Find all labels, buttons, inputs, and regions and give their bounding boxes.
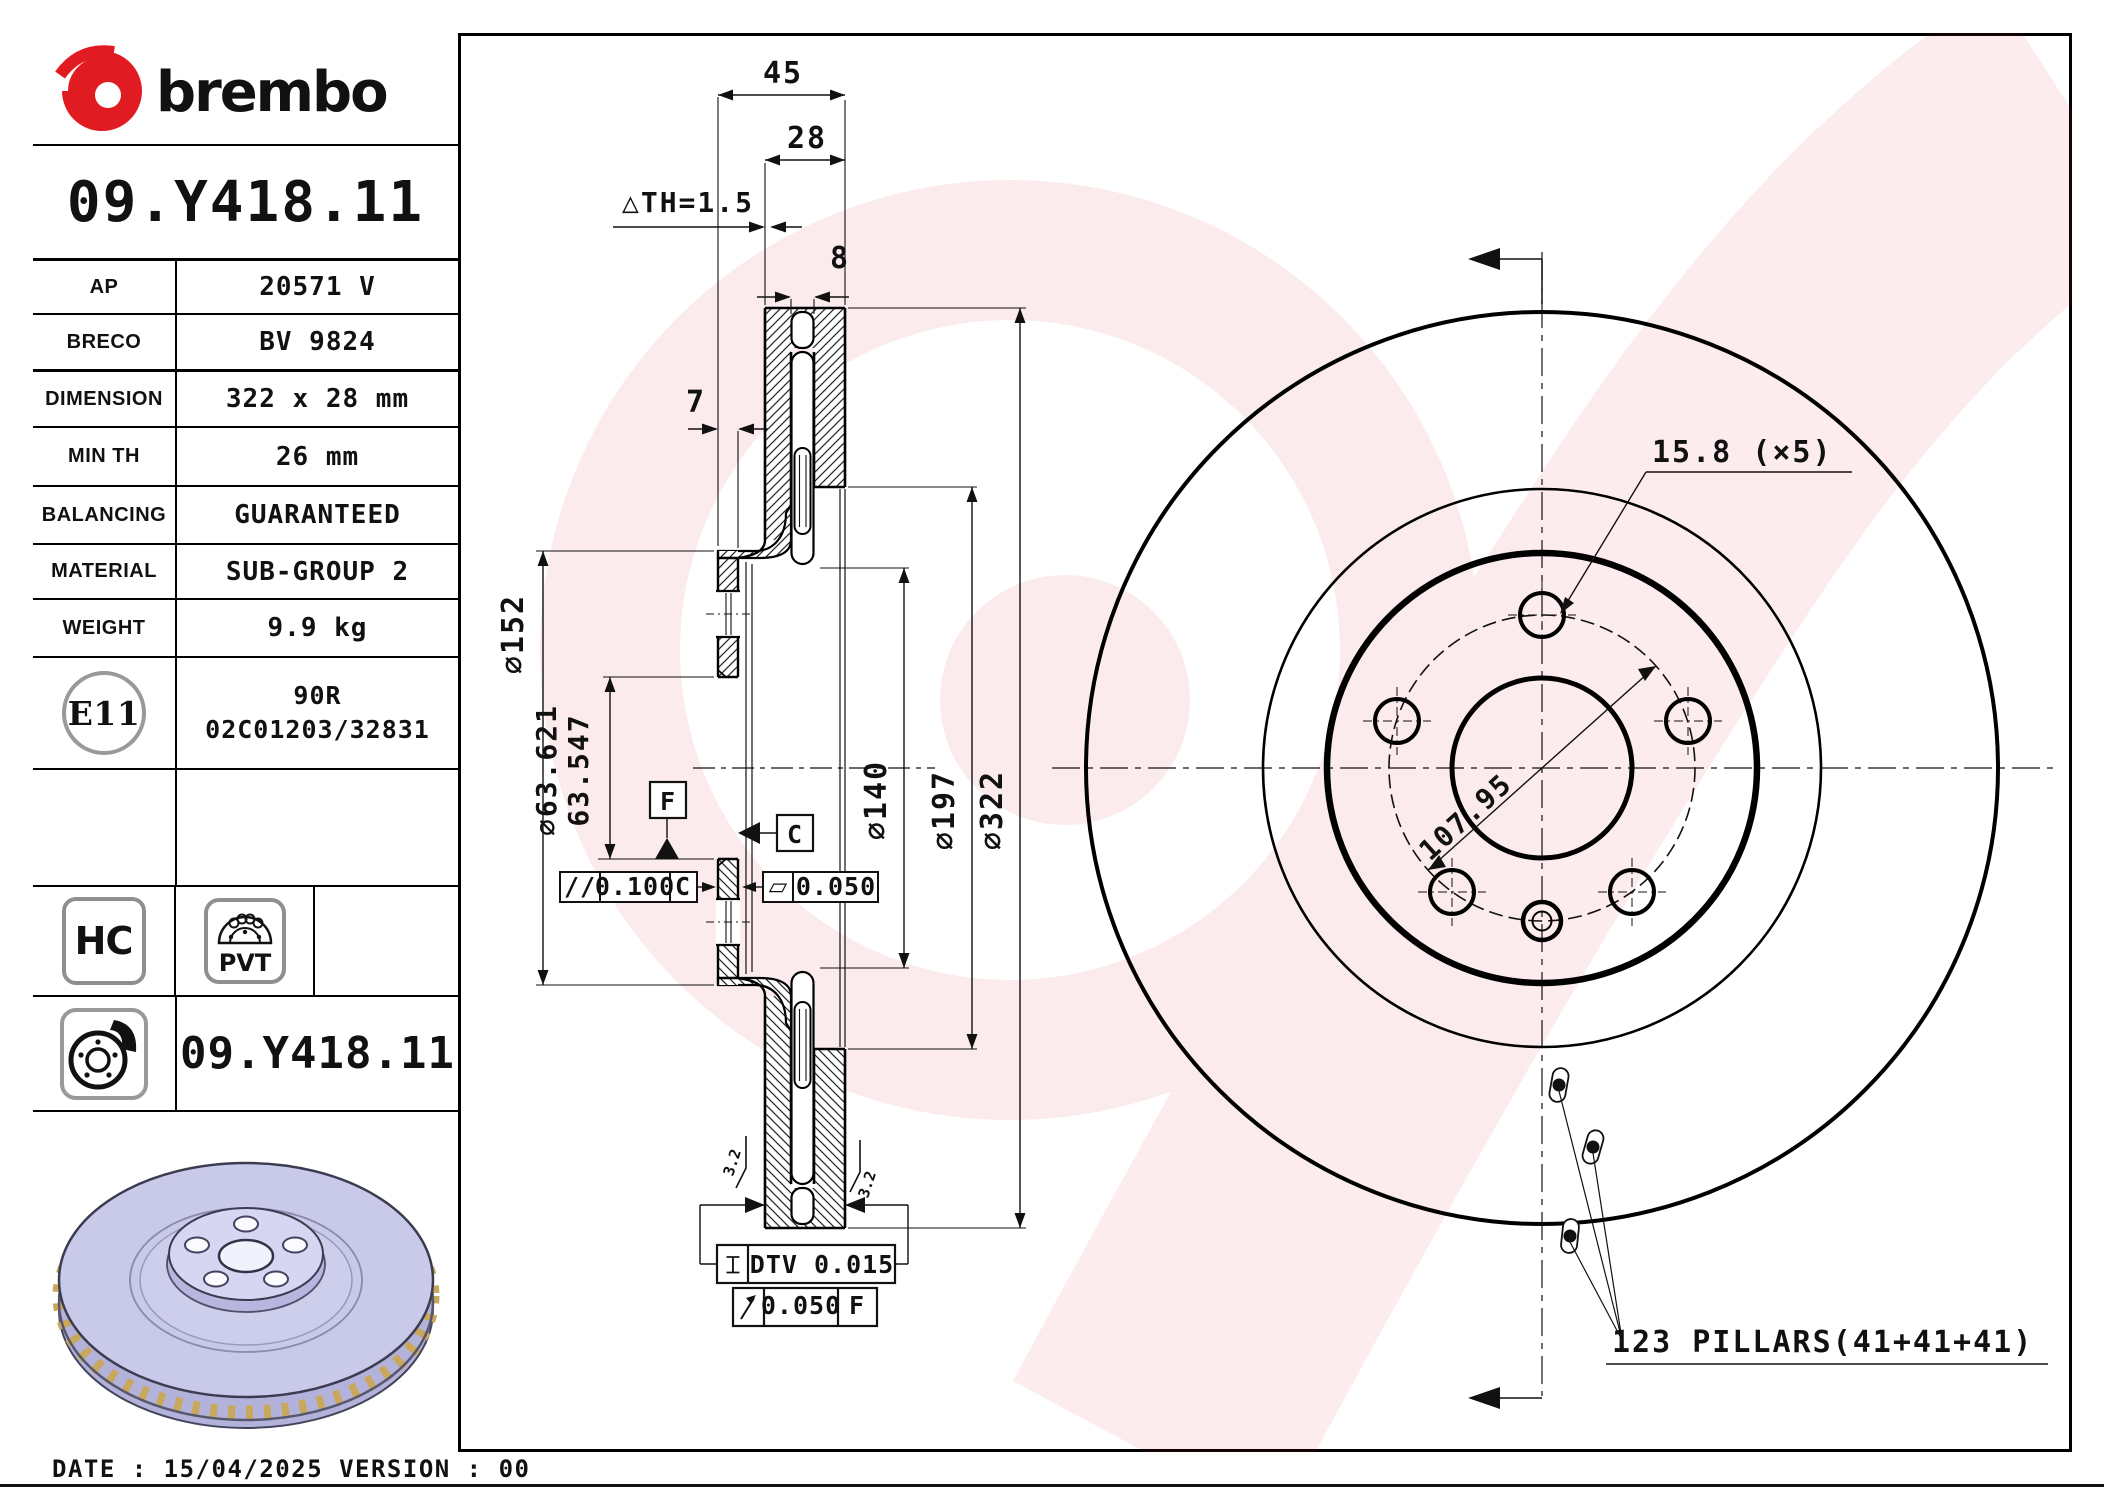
spec-label: AP [33,261,177,313]
title-block: brembo 09.Y418.11 AP 20571 V BRECO BV 98… [33,33,461,1452]
spec-label: WEIGHT [33,600,177,656]
spec-row: BALANCING GUARANTEED [33,487,458,545]
pvt-badge-cell: PVT [176,887,316,995]
spec-value: GUARANTEED [234,500,401,530]
pvt-badge-icon: PVT [203,898,286,984]
runout-icon [740,1295,756,1320]
spec-row: AP 20571 V [33,261,458,315]
spec-value: 20571 V [259,272,376,302]
brand-wordmark: brembo [156,60,387,125]
spec-row: WEIGHT 9.9 kg [33,600,458,658]
dim-outer-diameter: ⌀322 [975,770,1010,850]
disc-photo-cell [33,1112,458,1452]
spec-row: MIN TH 26 mm [33,428,458,487]
dim-inner-diameter: ⌀140 [859,760,894,840]
pvt-badge-label: PVT [218,949,271,977]
brand-cell: brembo [33,33,458,146]
dim-bore-line2: 63.547 [562,713,595,826]
parallelism-symbol: // [564,872,596,901]
dim-disc-thickness: 28 [787,121,827,156]
flatness-value: 0.050 [796,872,876,901]
flatness-symbol: ▱ [769,872,788,900]
homologation-row: E11 90R 02C01203/32831 [33,658,458,770]
runout-value: 0.050 [761,1291,841,1320]
datum-f-label: F [660,787,676,816]
homologation-line2: 02C01203/32831 [205,715,430,744]
spec-row: DIMENSION 322 x 28 mm [33,372,458,428]
drawing-area: 45 28 △TH=1.5 8 7 [496,33,2072,1452]
empty-row [33,770,458,887]
dim-width-total: 45 [763,56,803,91]
spec-value: 322 x 28 mm [225,384,410,414]
svg-text:3.2: 3.2 [854,1169,879,1200]
page-title: 09.Y418.11 [66,169,425,235]
svg-text:3.2: 3.2 [719,1147,744,1178]
disc-photo [52,1161,439,1429]
spec-value: 9.9 kg [267,613,368,643]
spec-row: BRECO BV 9824 [33,315,458,372]
spec-label: BRECO [33,315,177,369]
footer-part-number: 09.Y418.11 [180,1028,455,1079]
dim-friction-inner: ⌀197 [927,770,962,850]
dim-min-th: △TH=1.5 [622,186,754,219]
surface-finish-left: 3.2 [719,1136,747,1189]
pillars-label: 123 PILLARS(41+41+41) [1612,1325,2033,1360]
spec-label: MIN TH [33,428,177,485]
dim-bore-line1: ⌀63.621 [530,704,563,836]
date-version-line: DATE : 15/04/2025 VERSION : 00 [52,1455,531,1483]
part-number-cell: 09.Y418.11 [33,146,458,261]
e11-mark: E11 [62,671,146,755]
footer-part-row: 09.Y418.11 [33,997,458,1112]
spec-row: MATERIAL SUB-GROUP 2 [33,545,458,600]
spec-value: BV 9824 [259,327,376,357]
spec-value: 26 mm [275,441,360,472]
parallelism-value: 0.100 [595,872,675,901]
surface-finish-right: 3.2 [849,1140,880,1200]
spec-label: MATERIAL [33,545,177,598]
hc-badge-cell: HC [33,887,176,995]
disc-part-icon [60,1007,148,1100]
bottom-rule [0,1484,2104,1487]
dtv-value: DTV 0.015 [750,1250,894,1279]
section-view: 45 28 △TH=1.5 8 7 [496,56,1026,1328]
spec-label: DIMENSION [33,372,177,426]
dim-flange-thickness: 7 [686,385,706,420]
spec-label: BALANCING [33,487,177,543]
hc-badge: HC [61,897,146,985]
front-view: 15.8 (×5) 107.95 123 PILLARS(41+41+41) [1052,248,2058,1409]
dim-vent-width: 8 [830,241,850,276]
brembo-logo-icon: brembo [54,44,389,131]
datum-c-label: C [787,820,803,849]
dim-hat-diameter: ⌀152 [496,594,531,674]
runout-datum: F [849,1291,865,1320]
spec-value: SUB-GROUP 2 [225,556,410,587]
dtv-symbol: ⌶ [726,1251,740,1279]
badges-row: HC PVT [33,887,458,997]
parallelism-datum: C [675,872,691,901]
brembo-watermark-icon [540,33,2072,1452]
homologation-line1: 90R [293,681,342,711]
bolt-hole-label: 15.8 (×5) [1652,435,1833,470]
